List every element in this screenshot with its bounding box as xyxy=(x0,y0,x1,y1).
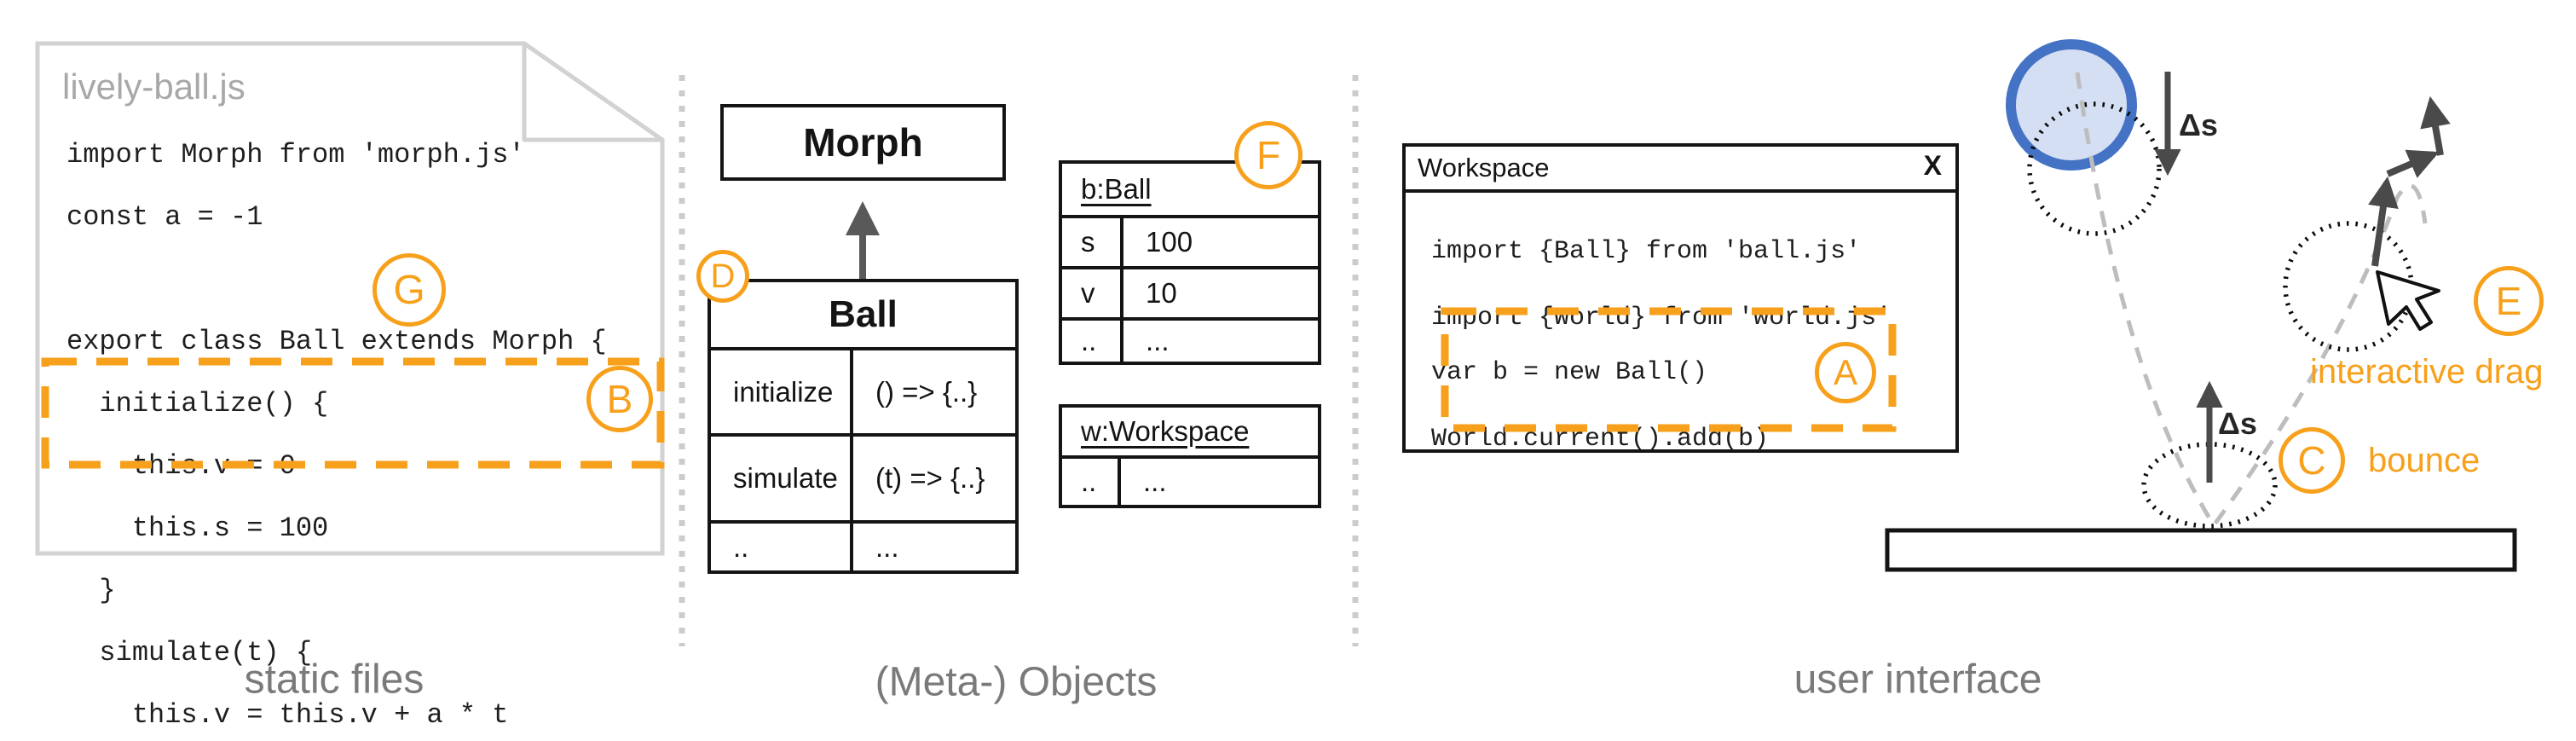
workspace-snippet[interactable]: var b = new Ball() World.current().add(b… xyxy=(1431,324,1769,488)
code-line: var b = new Ball() xyxy=(1431,358,1708,387)
object-row-value: 100 xyxy=(1120,215,1318,266)
code-line: export class Ball extends Morph { xyxy=(66,326,607,357)
badge-d: D xyxy=(696,250,749,303)
badge-b: B xyxy=(586,366,653,432)
bounce-label: bounce xyxy=(2368,442,2481,479)
ground xyxy=(1885,528,2517,572)
object-row-value: 10 xyxy=(1120,266,1318,317)
object-w-title: w:Workspace xyxy=(1081,415,1250,447)
ball-bounce-position xyxy=(2141,442,2278,529)
class-row-value: ... xyxy=(850,520,1015,570)
ball-next-position xyxy=(2027,101,2162,236)
workspace-titlebar[interactable]: Workspace X xyxy=(1406,147,1955,193)
code-line: import {Ball} from 'ball.js' xyxy=(1431,237,1862,266)
code-line xyxy=(66,263,607,295)
interactive-drag-label: interactive drag xyxy=(2310,353,2544,391)
cursor-icon xyxy=(2376,270,2440,331)
object-row-key: .. xyxy=(1062,455,1118,505)
object-table-b-ball: b:Ball s 100 v 10 .. ... xyxy=(1059,160,1321,365)
class-row-key: simulate xyxy=(711,433,850,520)
object-row-value: ... xyxy=(1118,455,1318,505)
object-row-key: s xyxy=(1062,215,1120,266)
delta-s-label-fall: Δs xyxy=(2179,107,2218,142)
morph-class-box: Morph xyxy=(720,104,1006,181)
code-line: this.v = this.v + a * t xyxy=(66,699,509,731)
ball-class-title: Ball xyxy=(829,293,898,335)
drag-gesture-arrow-3 xyxy=(2420,96,2451,156)
code-line: simulate(t) { xyxy=(66,637,313,669)
code-line: this.s = 100 xyxy=(66,512,329,544)
code-line: import Morph from 'morph.js' xyxy=(66,139,525,171)
badge-e: E xyxy=(2474,266,2544,336)
badge-a: A xyxy=(1815,342,1876,403)
delta-s-label-bounce: Δs xyxy=(2218,406,2257,441)
badge-f: F xyxy=(1234,121,1302,189)
label-static-files: static files xyxy=(244,657,425,703)
label-user-interface: user interface xyxy=(1793,657,2042,703)
class-row-value: (t) => {..} xyxy=(850,433,1015,520)
ball-morph[interactable] xyxy=(2006,39,2137,171)
ball-class-table: Ball initialize () => {..} simulate (t) … xyxy=(708,279,1019,574)
class-row-value: () => {..} xyxy=(850,347,1015,433)
object-row-key: v xyxy=(1062,266,1120,317)
code-line: initialize() { xyxy=(66,388,329,420)
object-b-title: b:Ball xyxy=(1081,173,1152,205)
close-icon[interactable]: X xyxy=(1923,150,1942,181)
file-title: lively-ball.js xyxy=(62,67,245,107)
label-meta-objects: (Meta-) Objects xyxy=(875,659,1158,705)
badge-c: C xyxy=(2279,427,2345,494)
code-line: this.v = 0 xyxy=(66,450,296,482)
code-line: const a = -1 xyxy=(66,201,263,233)
drag-gesture-arrow-2 xyxy=(2386,149,2440,178)
object-row-key: .. xyxy=(1062,317,1120,362)
code-line: } xyxy=(66,575,116,606)
object-table-w-workspace: w:Workspace .. ... xyxy=(1059,404,1321,508)
ball-drag-position xyxy=(2283,221,2414,352)
class-row-key: initialize xyxy=(711,347,850,433)
object-row-value: ... xyxy=(1120,317,1318,362)
workspace-window[interactable]: Workspace X import {Ball} from 'ball.js'… xyxy=(1402,143,1959,454)
file-code: import Morph from 'morph.js' const a = -… xyxy=(66,108,607,741)
class-row-key: .. xyxy=(711,520,850,570)
drag-gesture-arrow-1 xyxy=(2368,176,2399,267)
badge-g: G xyxy=(373,253,446,327)
workspace-title: Workspace xyxy=(1418,153,1550,182)
code-line: World.current().add(b) xyxy=(1431,425,1770,454)
